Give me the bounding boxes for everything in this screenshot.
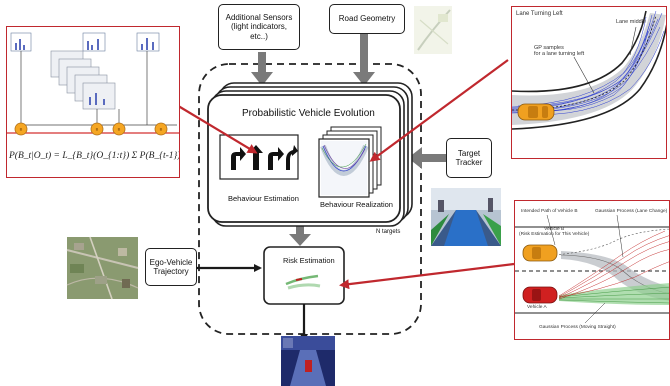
behaviour-network-panel: B B B B P(B_t|O_t) = L_{B_t}(O_{1:t}) Σ P(B… — [6, 26, 180, 178]
evolution-title: Probabilistic Vehicle Evolution — [242, 108, 375, 119]
additional-sensors-label: Additional Sensors (light indicators, et… — [225, 13, 293, 41]
additional-sensors-box: Additional Sensors (light indicators, et… — [218, 4, 300, 50]
target-tracker-label: Target Tracker — [455, 148, 483, 167]
behaviour-realization-label: Behaviour Realization — [320, 200, 393, 209]
gp-panel-title: Lane Turning Left — [516, 11, 563, 17]
behaviour-estimation-label: Behaviour Estimation — [228, 194, 299, 203]
tracker-arrow — [408, 147, 447, 169]
n-targets-label: N targets — [376, 229, 401, 235]
vehicle-a-label: Vehicle A — [527, 305, 547, 310]
bayes-formula: P(B_t|O_t) = L_{B_t}(O_{1:t}) Σ P(B_{t-1… — [9, 151, 180, 161]
risk-scenario-graphic — [515, 214, 669, 324]
gp-lane-change-label: Gaussian Process (Lane Change) — [595, 209, 668, 214]
svg-text:B: B — [118, 127, 121, 132]
system-dashed-frame — [198, 63, 422, 335]
gp-samples-label: GP samples for a lane turning left — [534, 45, 585, 58]
risk-estimation-label: Risk Estimation — [283, 256, 335, 265]
risk-scenario-panel: Intended Path of Vehicle B Gaussian Proc… — [514, 200, 670, 340]
lane-middle-label: Lane middle — [616, 19, 646, 25]
target-tracker-box: Target Tracker — [446, 138, 492, 178]
ego-trajectory-box: Ego-Vehicle Trajectory — [145, 248, 197, 286]
red-arrow-estimation — [169, 100, 258, 154]
risk-mini-plot — [285, 274, 321, 290]
output-simulation-thumbnail — [281, 336, 335, 386]
realization-stack — [318, 126, 382, 198]
intended-path-label: Intended Path of Vehicle B — [521, 209, 578, 214]
road-map-thumbnail — [414, 6, 452, 54]
road-geometry-label: Road Geometry — [338, 14, 396, 24]
red-arrow-risk — [339, 262, 515, 290]
gp-samples-panel: Lane Turning Left Lane middle GP samples… — [511, 6, 667, 159]
svg-text:B: B — [160, 127, 163, 132]
red-arrow-realization — [369, 59, 509, 162]
svg-text:B: B — [20, 127, 23, 132]
aerial-map-thumbnail — [66, 236, 139, 300]
ego-trajectory-label: Ego-Vehicle Trajectory — [149, 257, 193, 276]
sensor-arrow — [251, 52, 273, 86]
evolution-to-risk-arrow — [289, 220, 311, 246]
road-geometry-box: Road Geometry — [329, 4, 405, 34]
gp-samples-graphic — [512, 10, 666, 158]
road-arrow — [353, 34, 375, 86]
tracker-camera-thumbnail — [431, 188, 501, 246]
gp-straight-label: Gaussian Process (Moving Straight) — [539, 325, 616, 330]
svg-text:B: B — [96, 127, 99, 132]
vehicle-b-label: Vehicle B (Risk Estimation for This Vehi… — [519, 227, 590, 238]
